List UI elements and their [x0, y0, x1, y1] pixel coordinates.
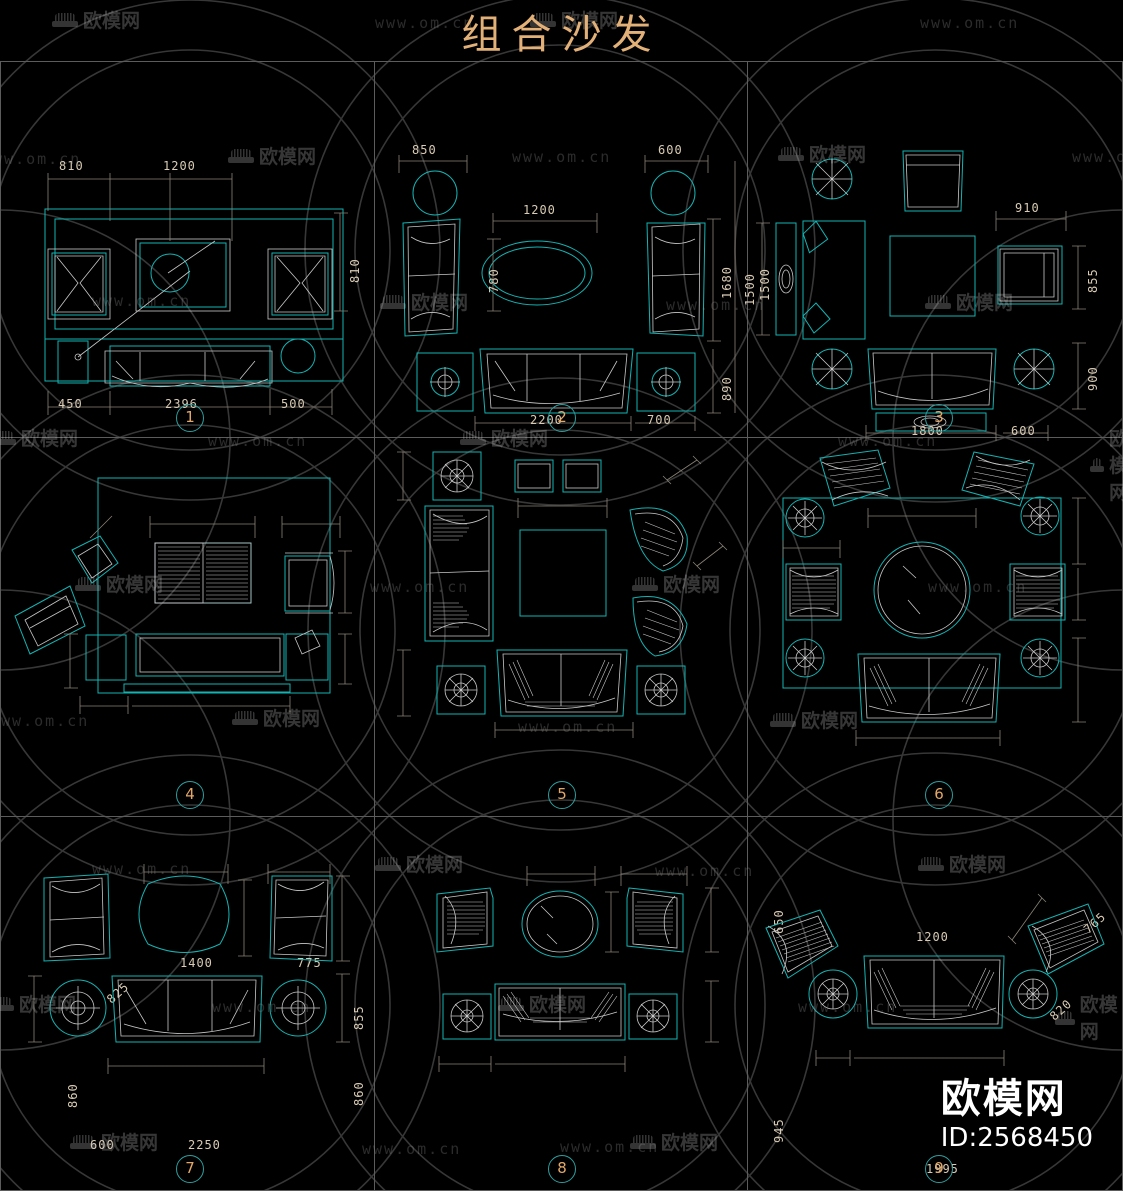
- dim-p1-right: 810: [348, 258, 362, 283]
- dim-p3-right-upper: 855: [1086, 268, 1100, 293]
- dim-p1-top-mid: 1200: [163, 159, 196, 173]
- page-title: 组合沙发: [461, 12, 662, 58]
- brand-id: ID:2568450: [940, 1123, 1093, 1153]
- panel-1[interactable]: 810 1200 810 450 2396 500: [0, 61, 374, 437]
- panel-6[interactable]: 1200 495 785 745 945 1995: [748, 438, 1122, 816]
- panel-number-8[interactable]: 8: [548, 1155, 576, 1183]
- brand-name: 欧模网: [940, 1076, 1067, 1122]
- panel-3[interactable]: 1500 910 855 900 1800 600: [748, 61, 1122, 441]
- dim-p1-top-left: 810: [59, 159, 84, 173]
- panel-number-9[interactable]: 9: [925, 1155, 953, 1183]
- panel-4[interactable]: 1400 775 825 855 860 860 600 2250: [0, 438, 374, 1152]
- dim-p2-right-upper: 1680: [720, 266, 734, 299]
- dim-p3-left: 1500: [758, 268, 772, 301]
- dim-p1-bot-right: 500: [281, 397, 306, 411]
- dim-p2-top-left: 850: [412, 143, 437, 157]
- dim-p2-right-lower: 890: [720, 376, 734, 401]
- dim-p2-table-h: 780: [487, 268, 501, 293]
- panel-5[interactable]: 650 1200 765 820 945 1995: [375, 438, 1109, 1176]
- panel-2[interactable]: 850 600 1200 780 1680 890 1500 2200 700: [375, 61, 757, 437]
- panel-number-6[interactable]: 6: [925, 781, 953, 809]
- dim-p2-table-w: 1200: [523, 203, 556, 217]
- dim-p1-bot-left: 450: [58, 397, 83, 411]
- panel-number-5[interactable]: 5: [548, 781, 576, 809]
- dim-p4-bot-left: 600: [90, 1138, 115, 1152]
- panel-7[interactable]: 1200 895 780 900 700 890 2200: [0, 816, 374, 1129]
- panel-number-7[interactable]: 7: [176, 1155, 204, 1183]
- dim-p4-bot-mid: 2250: [188, 1138, 221, 1152]
- panel-number-2[interactable]: 2: [548, 404, 576, 432]
- brand-block: 欧模网 ID:2568450: [941, 1079, 1093, 1153]
- panel-number-1[interactable]: 1: [176, 404, 204, 432]
- dim-p2-top-right: 600: [658, 143, 683, 157]
- panel-number-4[interactable]: 4: [176, 781, 204, 809]
- dim-p2-bot-right: 700: [647, 413, 672, 427]
- dim-p3-top-right: 910: [1015, 201, 1040, 215]
- dim-p3-right-lower: 900: [1086, 366, 1100, 391]
- dim-p3-bot-right: 600: [1011, 424, 1036, 438]
- panel-number-3[interactable]: 3: [925, 404, 953, 432]
